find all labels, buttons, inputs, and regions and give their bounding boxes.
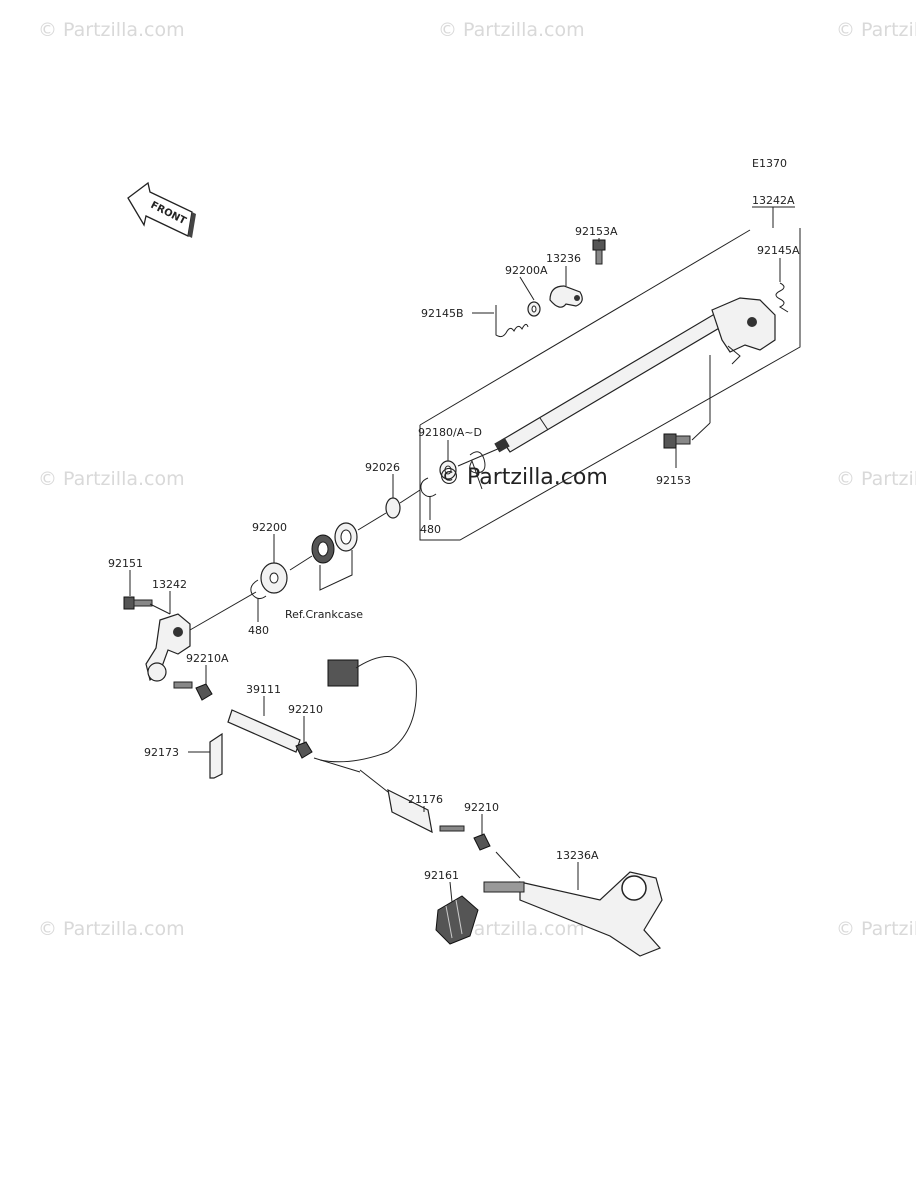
- leader-lines: [129, 266, 579, 903]
- label-92210-lower: 92210: [464, 801, 499, 814]
- label-92145b: 92145B: [421, 307, 464, 320]
- label-13236a: 13236A: [556, 849, 599, 862]
- bolt-92151: [123, 596, 153, 610]
- label-92153: 92153: [656, 474, 691, 487]
- watermarks: © Partzilla.com © Partzilla.com © Partzi…: [38, 19, 916, 940]
- bracket-13236: [549, 285, 583, 308]
- label-480-upper: 480: [420, 523, 441, 536]
- label-92200: 92200: [252, 521, 287, 534]
- label-92026: 92026: [365, 461, 400, 474]
- label-92180: 92180/A~D: [418, 426, 482, 439]
- watermark: © Partzilla.com: [836, 19, 916, 41]
- label-92151: 92151: [108, 557, 143, 570]
- watermark: © Partzilla.com: [438, 19, 585, 41]
- label-92153a: 92153A: [575, 225, 618, 238]
- label-39111: 39111: [246, 683, 281, 696]
- nut-92210: [473, 833, 491, 851]
- rubber-92161: [435, 895, 479, 945]
- bearing-assembly: [311, 522, 358, 564]
- shift-pedal-13236a: [483, 871, 663, 957]
- label-13242a: 13242A: [752, 194, 795, 207]
- watermark: © Partzilla.com: [438, 918, 585, 940]
- label-92145a: 92145A: [757, 244, 800, 257]
- spring-92145b: [495, 305, 529, 338]
- label-21176: 21176: [408, 793, 443, 806]
- watermark: © Partzilla.com: [836, 468, 916, 490]
- tie-rod-assembly: [173, 681, 313, 759]
- shift-arm-13242: [145, 613, 191, 682]
- plate-92173: [209, 732, 223, 779]
- washer-92026: [385, 497, 401, 519]
- guide-lines: [149, 447, 521, 879]
- ref-crankcase: Ref.Crankcase: [285, 608, 363, 621]
- sensor-21176: [319, 655, 465, 834]
- bolt-92153a: [592, 239, 606, 265]
- label-92210a: 92210A: [186, 652, 229, 665]
- label-92161: 92161: [424, 869, 459, 882]
- watermark: © Partzilla.com: [38, 19, 185, 41]
- part-labels: 13242A 92153A 13236 92145A 92200A 92145B…: [108, 194, 800, 882]
- bolt-92153: [663, 433, 691, 449]
- watermark: © Partzilla.com: [38, 468, 185, 490]
- label-13236: 13236: [546, 252, 581, 265]
- spring-92145a: [775, 282, 789, 313]
- circlip-480-upper: [420, 477, 437, 498]
- shift-shaft: [494, 297, 776, 453]
- watermark-center: © Partzilla.com: [438, 465, 608, 490]
- front-arrow-icon: FRONT: [127, 181, 196, 238]
- label-92200a: 92200A: [505, 264, 548, 277]
- shaft-assembly-box: [419, 206, 801, 541]
- label-480-lower: 480: [248, 624, 269, 637]
- diagram-code: E1370: [752, 157, 787, 170]
- spring-center: [469, 451, 486, 490]
- label-92173: 92173: [144, 746, 179, 759]
- watermark: © Partzilla.com: [836, 918, 916, 940]
- label-13242: 13242: [152, 578, 187, 591]
- watermark: © Partzilla.com: [38, 918, 185, 940]
- label-92210-upper: 92210: [288, 703, 323, 716]
